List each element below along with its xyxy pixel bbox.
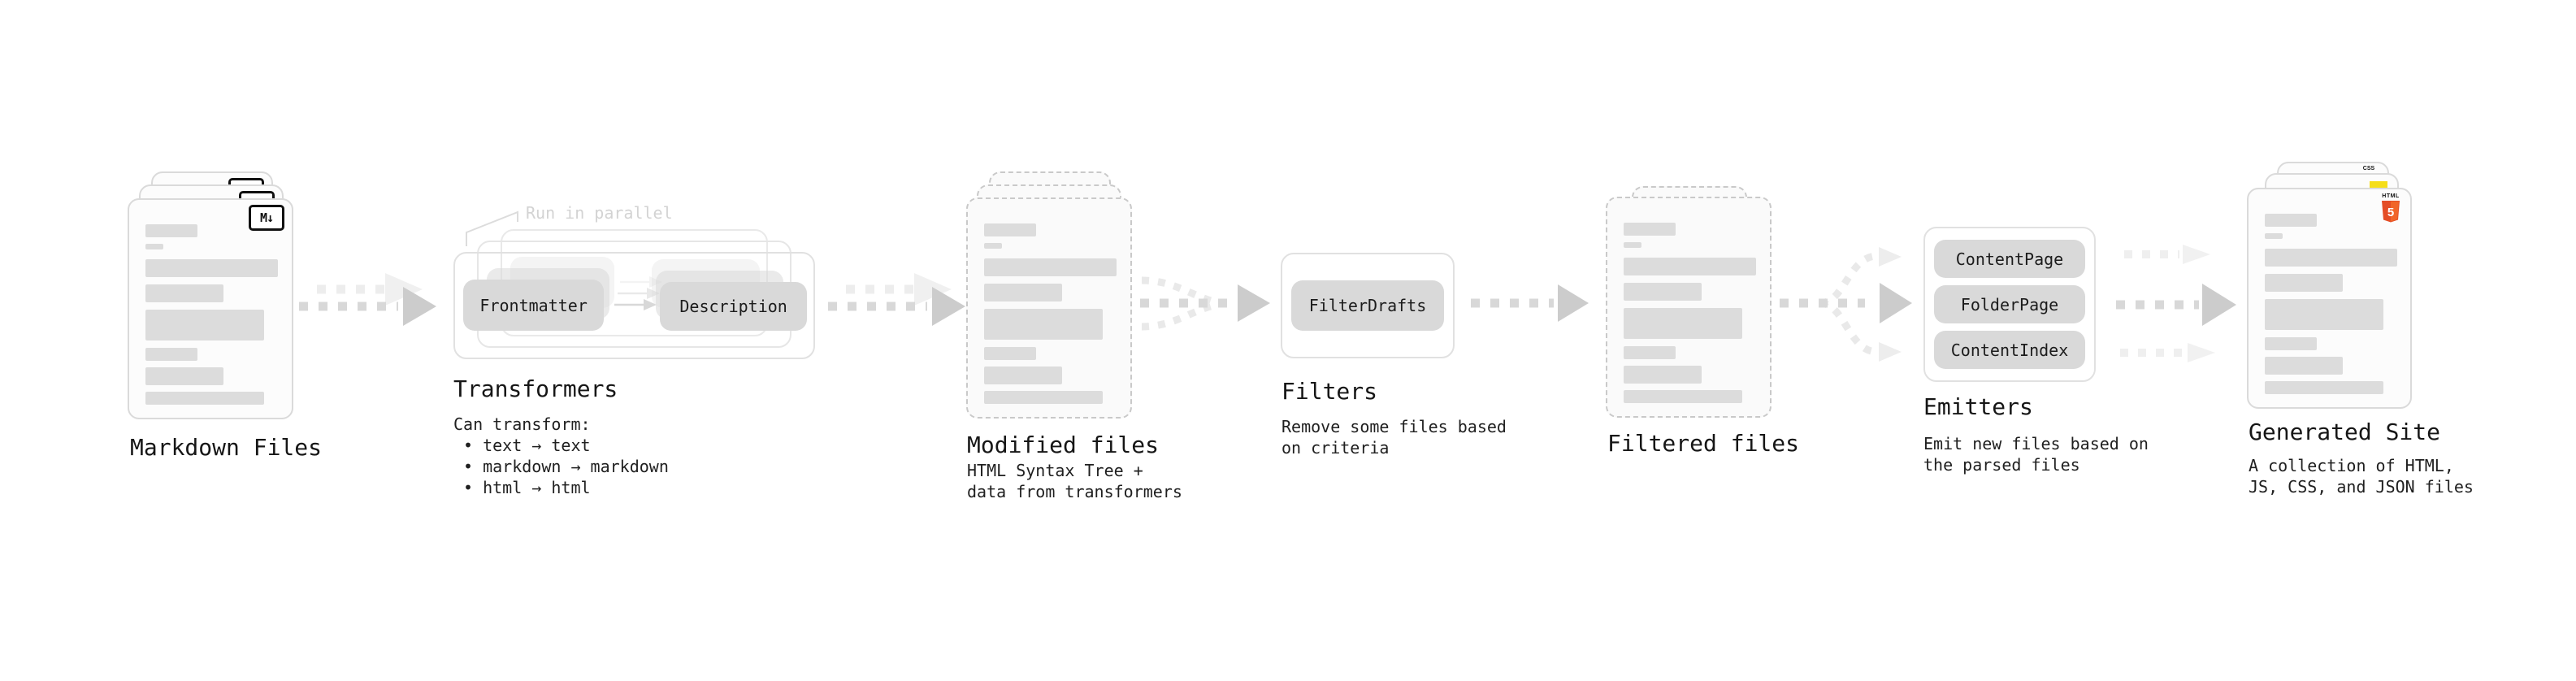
text-line-bar (145, 392, 264, 405)
text-line-bar (2265, 274, 2343, 292)
generated-file-card-html: HTML 5 (2247, 188, 2412, 409)
markdown-icon: M↓ (249, 205, 284, 231)
description-line: data from transformers (967, 482, 1182, 501)
text-line-bar (1624, 258, 1756, 275)
generated-site-description: A collection of HTML, JS, CSS, and JSON … (2249, 455, 2474, 497)
text-line-bar (984, 391, 1103, 404)
description-line: Emit new files based on (1923, 434, 2149, 453)
flow-arrow-emitters-to-generated (2116, 245, 2236, 362)
text-line-bar (145, 284, 223, 302)
description-line: • markdown → markdown (463, 457, 669, 476)
js-badge (2370, 181, 2387, 189)
html5-shield-icon: 5 (2382, 201, 2400, 223)
html5-badge-number: 5 (2387, 206, 2394, 219)
filters-box: FilterDrafts (1281, 253, 1455, 358)
text-line-bar (984, 309, 1103, 340)
text-line-bar (2265, 337, 2317, 350)
filters-description: Remove some files based on criteria (1281, 416, 1507, 458)
text-line-bar (145, 224, 197, 237)
flow-arrow-transformers-to-modified (828, 273, 965, 326)
emitters-box: ContentPage FolderPage ContentIndex (1923, 227, 2096, 382)
description-line: the parsed files (1923, 455, 2080, 475)
text-line-bar (2265, 233, 2283, 239)
css-badge-label: CSS (2362, 166, 2375, 171)
text-line-bar (2265, 214, 2317, 227)
text-line-bar (984, 284, 1062, 301)
description-line: Can transform: (453, 414, 591, 434)
text-line-bar (145, 244, 163, 249)
stage-label-markdown-files: Markdown Files (130, 434, 323, 461)
transformers-description: Can transform: • text → text • markdown … (453, 414, 669, 498)
description-line: HTML Syntax Tree + (967, 461, 1143, 480)
filtered-file-card-front (1606, 197, 1772, 418)
stage-label-filters: Filters (1281, 378, 1378, 405)
contentindex-pill: ContentIndex (1934, 331, 2085, 369)
modified-file-card-front (966, 197, 1132, 419)
description-line: A collection of HTML, (2249, 456, 2454, 475)
text-line-bar (984, 347, 1036, 360)
flow-arrow-markdown-to-transformers (299, 273, 436, 326)
html5-badge-label: HTML (2382, 193, 2400, 199)
stage-label-filtered-files: Filtered files (1607, 430, 1800, 457)
text-line-bar (145, 310, 264, 340)
transformer-box-front: Frontmatter Description (453, 252, 815, 359)
text-line-bar (145, 348, 197, 361)
parallel-note-connector (466, 210, 518, 246)
text-line-bar (2265, 249, 2397, 267)
emitters-description: Emit new files based on the parsed files (1923, 433, 2149, 475)
text-line-bar (1624, 346, 1676, 359)
text-line-bar (1624, 366, 1702, 384)
text-line-bar (145, 367, 223, 385)
description-line: Remove some files based (1281, 417, 1507, 436)
description-line: JS, CSS, and JSON files (2249, 477, 2474, 497)
description-line: • text → text (463, 436, 591, 455)
text-line-bar (1624, 283, 1702, 301)
contentpage-pill: ContentPage (1934, 240, 2085, 278)
transform-arrow-icon (617, 288, 660, 299)
description-pill: Description (660, 282, 807, 331)
text-line-bar (984, 367, 1062, 384)
stage-label-transformers: Transformers (453, 375, 618, 402)
stage-label-modified-files: Modified files (967, 432, 1160, 458)
transform-arrow-icon (614, 299, 657, 310)
text-line-bar (1624, 390, 1742, 403)
parallel-note: Run in parallel (526, 203, 673, 223)
text-line-bar (2265, 357, 2343, 375)
text-line-bar (1624, 223, 1676, 236)
text-line-bar (984, 223, 1036, 236)
markdown-file-card-front: M↓ (128, 198, 293, 419)
flow-arrow-modified-to-filters (1140, 276, 1270, 331)
text-line-bar (984, 258, 1117, 276)
text-line-bar (1624, 308, 1742, 339)
description-line: on criteria (1281, 438, 1390, 458)
description-line: • html → html (463, 478, 591, 497)
html5-badge: HTML 5 (2380, 193, 2401, 223)
flow-arrow-filtered-to-emitters (1780, 247, 1912, 362)
text-line-bar (984, 243, 1002, 249)
stage-label-generated-site: Generated Site (2249, 419, 2441, 445)
folderpage-pill: FolderPage (1934, 285, 2085, 323)
modified-files-description: HTML Syntax Tree + data from transformer… (967, 460, 1182, 502)
text-line-bar (145, 259, 278, 277)
text-line-bar (2265, 381, 2383, 394)
flow-arrow-filters-to-filtered (1471, 284, 1589, 322)
stage-label-emitters: Emitters (1923, 393, 2033, 420)
frontmatter-pill: Frontmatter (463, 280, 605, 331)
text-line-bar (2265, 299, 2383, 330)
text-line-bar (1624, 242, 1641, 248)
filterdrafts-pill: FilterDrafts (1291, 280, 1444, 331)
